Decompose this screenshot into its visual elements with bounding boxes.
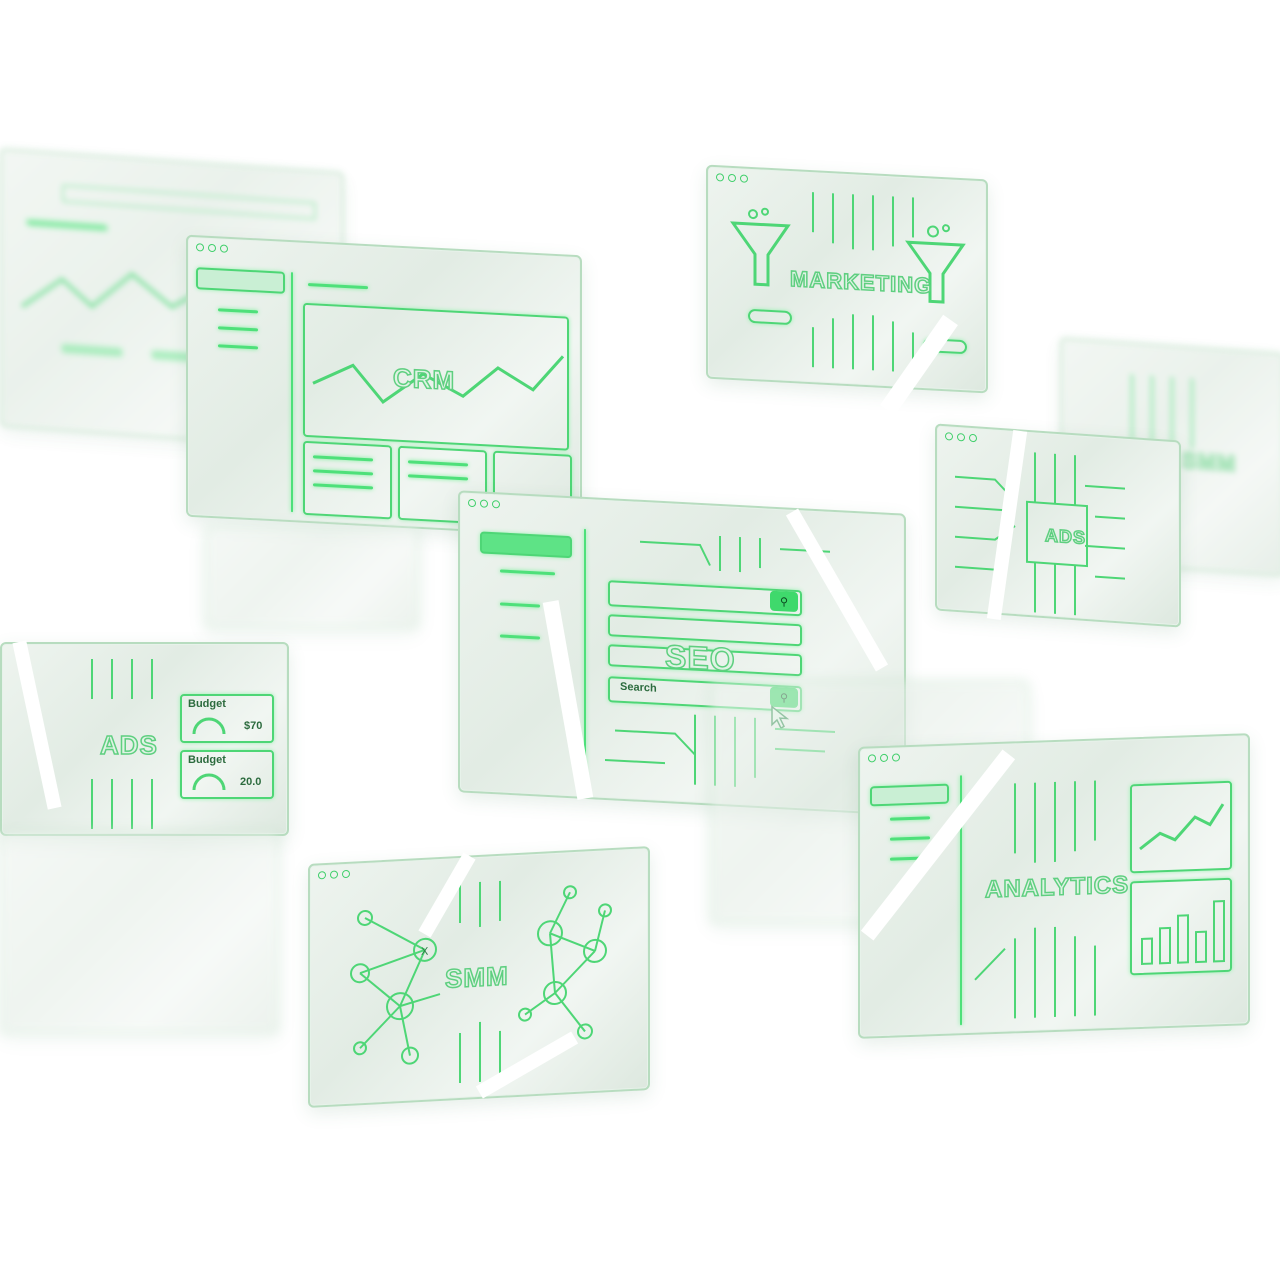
user-icon [537,920,563,947]
window-dots [716,173,748,183]
ads-left-title: ADS [99,729,158,761]
instagram-icon [386,992,414,1021]
window-dots [468,498,500,509]
circuit-lines [91,659,153,829]
crm-line-chart [312,355,565,404]
mail-icon [583,938,607,963]
line-chart-icon [1139,803,1225,851]
analytics-panel: ANALYTICS [858,733,1250,1039]
circuit-lines [955,452,1125,616]
smm-network: X [350,880,612,1084]
facebook-icon [350,963,370,984]
budget-card-1 [180,694,274,743]
blurred-bottom-left-panel [0,830,279,1034]
crm-title: CRM [392,362,456,397]
ads-right-title: ADS [1044,524,1087,548]
smm-title: SMM [444,960,509,995]
window-dots [318,869,350,880]
circuit-lines [812,192,914,251]
marketing-panel: MARKETING [706,164,988,394]
budget-card-2 [180,750,274,799]
ads-right-panel: ADS [935,423,1181,628]
circuit-lines [974,926,1096,1019]
circuit-lines-top [640,535,830,573]
window-dots [945,432,977,443]
budget-value-1: $70 [244,720,263,732]
budget-label-1: Budget [188,698,226,710]
x-icon [413,937,437,962]
at-icon [357,909,373,926]
window-dots [868,753,900,763]
bar-chart-icon [1141,900,1225,965]
blurred-list-panel [205,525,419,629]
budget-value-2: 20.0 [240,776,262,788]
crm-panel: CRM [186,234,582,538]
gauge-icon [192,717,226,735]
funnel-icon [730,207,791,287]
seo-search-placeholder: Search [620,680,657,695]
funnel-icon [905,224,966,304]
user-icon [543,981,567,1006]
budget-label-2: Budget [188,754,226,766]
circuit-lines [812,314,914,373]
window-dots [196,243,228,253]
smm-panel: X SMM [308,846,650,1108]
seo-title: SEO [664,637,736,678]
x-icon-glyph: X [421,946,429,958]
circuit-lines [1014,780,1096,863]
gauge-icon [192,773,226,791]
